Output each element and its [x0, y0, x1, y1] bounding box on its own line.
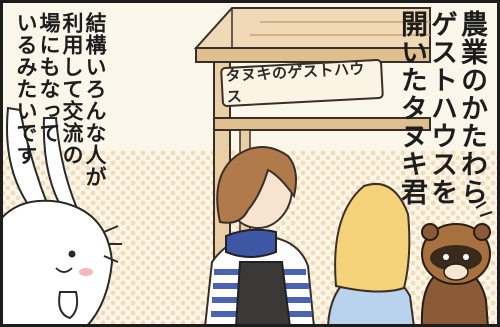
sign-board	[220, 59, 384, 107]
caption-left-line: いるみたいです	[14, 12, 38, 166]
caption-right-line: 農業のかたわら	[456, 10, 487, 206]
caption-right-line: 開いたタヌキ君	[396, 10, 427, 206]
woman-blonde-hair	[326, 182, 416, 327]
caption-right-line: ゲストハウスを	[426, 10, 457, 206]
caption-right: 農業のかたわら ゲストハウスを 開いたタヌキ君	[396, 10, 487, 206]
sign-text: タヌキのゲストハウス	[225, 59, 366, 106]
caption-left-line: 結構いろんな人が	[83, 12, 107, 188]
tanuki-character	[420, 201, 493, 327]
rabbit-character	[0, 106, 122, 327]
caption-left-line: 利用して交流の	[60, 12, 84, 166]
caption-left-line: 場にもなって	[37, 12, 61, 144]
woman-brown-hair	[203, 146, 316, 327]
caption-left: 結構いろんな人が 利用して交流の 場にもなって いるみたいです	[14, 12, 107, 188]
